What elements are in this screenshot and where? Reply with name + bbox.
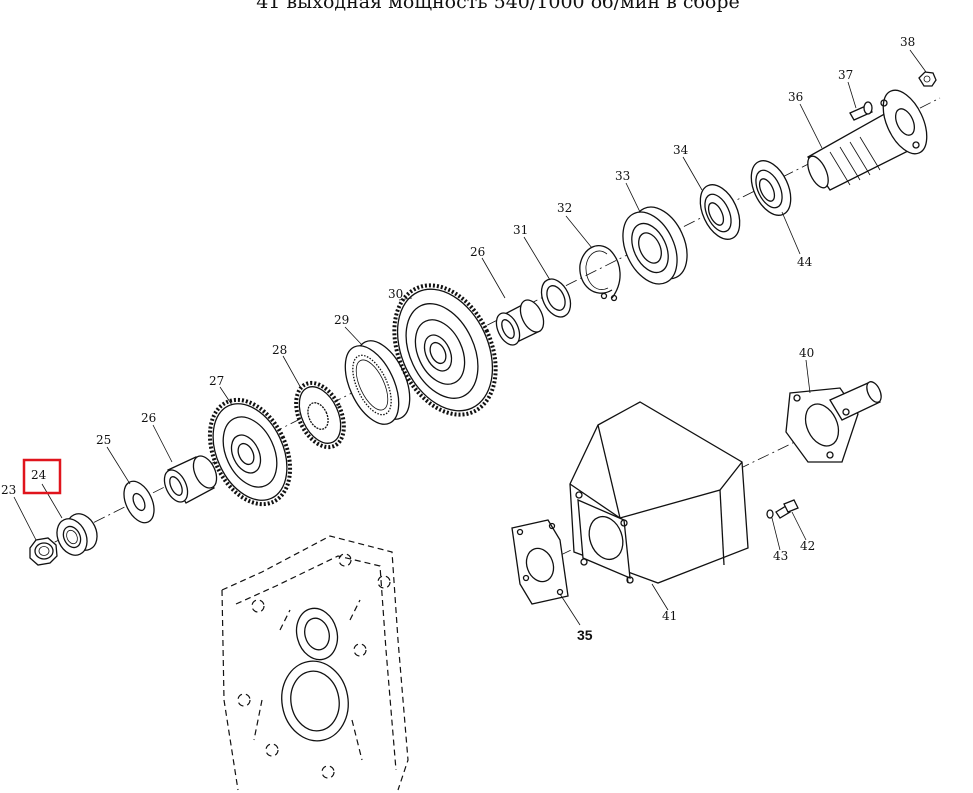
label-23: 23 xyxy=(1,483,16,497)
label-38: 38 xyxy=(900,35,915,49)
label-32: 32 xyxy=(557,201,572,215)
leader-lines xyxy=(13,49,927,626)
label-26-right: 26 xyxy=(470,245,485,259)
label-28: 28 xyxy=(272,343,287,357)
part-35-gasket xyxy=(511,519,569,605)
part-37-bolt xyxy=(849,101,873,121)
part-23-nut xyxy=(29,537,58,566)
label-33: 33 xyxy=(615,169,630,183)
part-26-sleeve-right xyxy=(495,299,545,346)
part-26-sleeve-left xyxy=(163,455,218,504)
part-42-bolt xyxy=(775,499,799,519)
main-axis xyxy=(34,97,941,553)
label-25: 25 xyxy=(96,433,111,447)
label-30: 30 xyxy=(388,287,403,301)
part-27-gear xyxy=(207,397,293,507)
diagram-title: 41 выходная мощность 540/1000 об/мин в с… xyxy=(256,0,740,13)
label-29: 29 xyxy=(334,313,349,327)
part-24-bearing xyxy=(56,513,98,556)
part-28-spline-gear xyxy=(294,380,346,450)
label-31: 31 xyxy=(513,223,528,237)
label-41: 41 xyxy=(662,609,677,623)
label-44: 44 xyxy=(797,255,813,269)
part-25-washer xyxy=(123,480,155,524)
label-43: 43 xyxy=(773,549,788,563)
label-24: 24 xyxy=(31,468,47,482)
part-32-circlip xyxy=(579,245,621,302)
part-36-output-shaft xyxy=(807,89,928,191)
part-31-ring xyxy=(540,278,572,318)
part-44-seal xyxy=(750,160,792,216)
highlight-box-24 xyxy=(22,458,62,495)
label-40: 40 xyxy=(799,346,814,360)
part-29-coupling xyxy=(344,340,411,425)
part-38-nut xyxy=(918,71,937,87)
label-35: 35 xyxy=(577,627,593,643)
label-26-left: 26 xyxy=(141,411,156,425)
part-30-large-gear xyxy=(392,283,498,417)
gearbox-casing-dashed xyxy=(221,535,409,791)
part-41-housing xyxy=(569,401,749,584)
part-33-bearing xyxy=(622,206,688,285)
label-36: 36 xyxy=(788,90,803,104)
label-34: 34 xyxy=(673,143,689,157)
label-42: 42 xyxy=(800,539,815,553)
part-40-flange-shaft xyxy=(785,381,882,463)
label-37: 37 xyxy=(838,68,853,82)
part-43-washer xyxy=(766,509,774,519)
label-27: 27 xyxy=(209,374,224,388)
part-34-seal xyxy=(699,184,741,240)
